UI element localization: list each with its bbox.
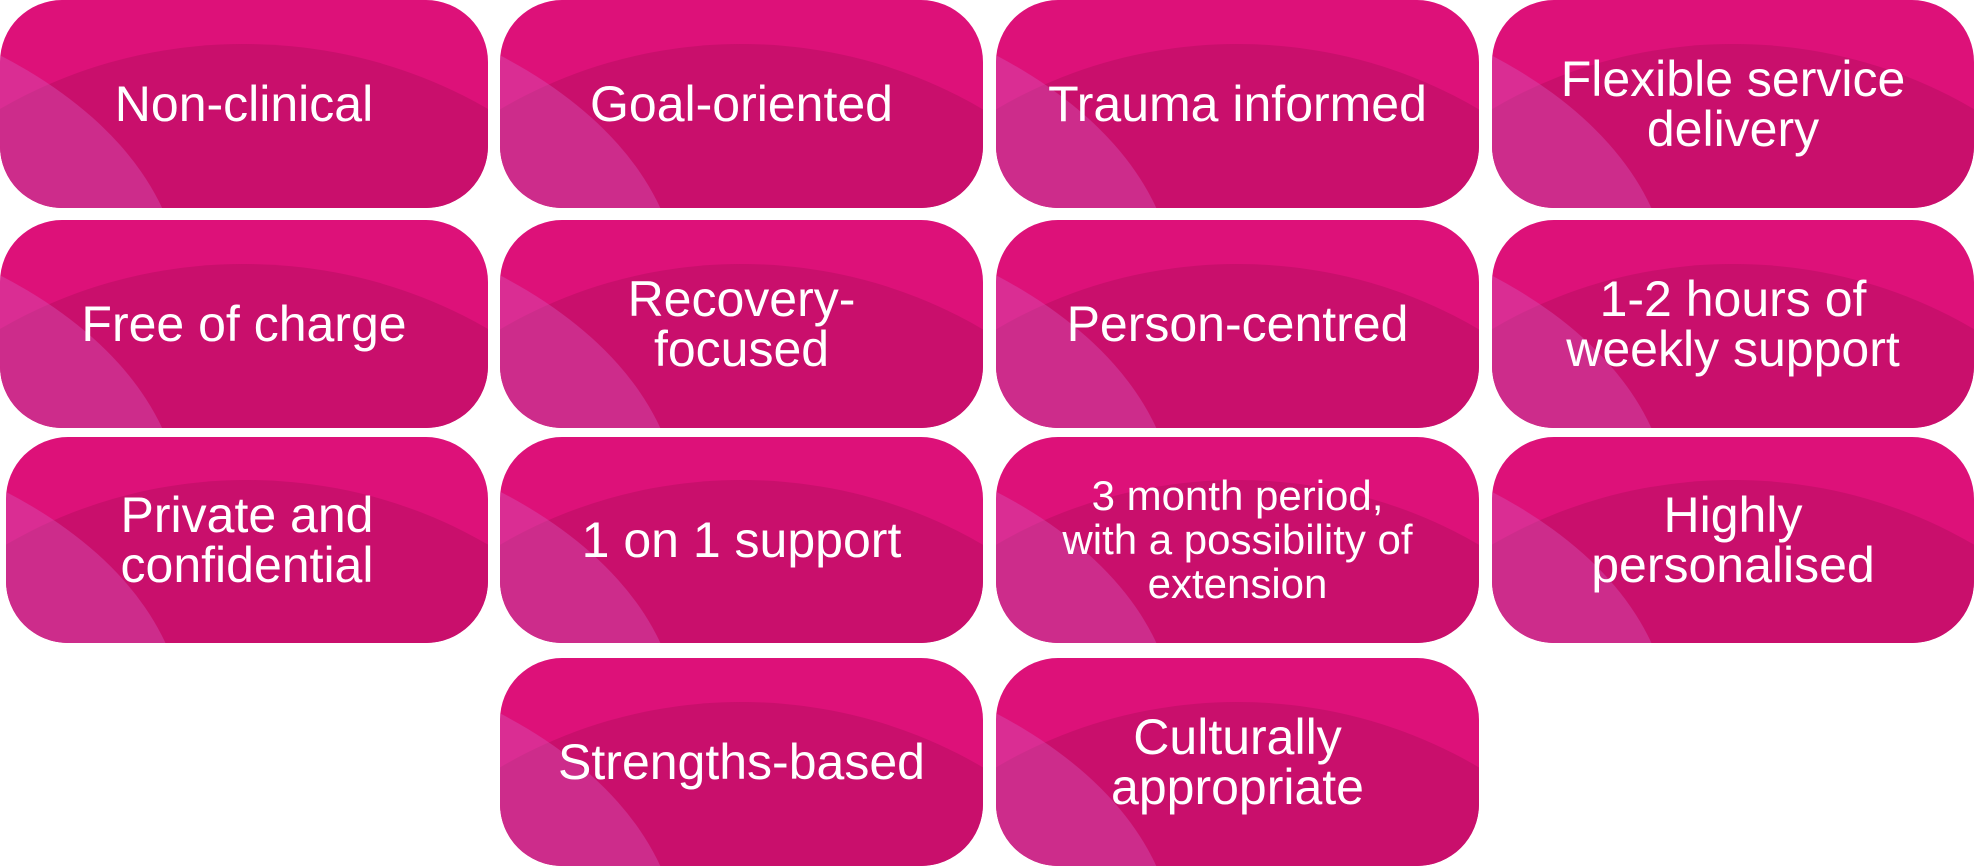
- feature-tile: Free of charge: [0, 220, 488, 428]
- feature-tile: Person-centred: [996, 220, 1479, 428]
- feature-label-line: Recovery-: [627, 271, 856, 327]
- feature-tile: Trauma informed: [996, 0, 1479, 208]
- feature-label-line: Private and: [120, 487, 374, 543]
- feature-label-line: Highly: [1663, 487, 1803, 543]
- feature-label: Goal-oriented: [576, 79, 907, 129]
- feature-tile: Recovery-focused: [500, 220, 983, 428]
- feature-label-line: focused: [653, 321, 830, 377]
- feature-label-line: Free of charge: [81, 296, 407, 352]
- feature-label-line: appropriate: [1111, 759, 1364, 815]
- feature-tile: Non-clinical: [0, 0, 488, 208]
- feature-label-line: Person-centred: [1066, 296, 1409, 352]
- feature-label-line: 1-2 hours of: [1599, 271, 1867, 327]
- feature-label-line: weekly support: [1566, 321, 1900, 377]
- feature-label-line: 3 month period,: [1091, 471, 1384, 519]
- feature-label-line: Goal-oriented: [590, 76, 893, 132]
- feature-tile: 1 on 1 support: [500, 437, 983, 643]
- feature-label-line: confidential: [120, 537, 374, 593]
- feature-label-line: Non-clinical: [114, 76, 374, 132]
- feature-label-line: Trauma informed: [1048, 76, 1427, 132]
- feature-tile: Strengths-based: [500, 658, 983, 866]
- feature-label-line: Strengths-based: [558, 734, 925, 790]
- feature-label-line: extension: [1147, 560, 1328, 608]
- feature-tile: Goal-oriented: [500, 0, 983, 208]
- feature-label-line: Culturally: [1133, 709, 1342, 765]
- feature-label-line: 1 on 1 support: [581, 512, 902, 568]
- feature-label-line: delivery: [1646, 101, 1820, 157]
- feature-label: Free of charge: [67, 299, 420, 349]
- feature-label-line: Flexible service: [1560, 51, 1906, 107]
- feature-label: Recovery-focused: [614, 274, 870, 374]
- feature-label: Strengths-based: [544, 737, 939, 787]
- feature-label: Person-centred: [1053, 299, 1423, 349]
- feature-label: Non-clinical: [101, 79, 387, 129]
- feature-label: Trauma informed: [1034, 79, 1441, 129]
- feature-label-line: personalised: [1591, 537, 1875, 593]
- feature-label-line: with a possibility of: [1062, 515, 1413, 563]
- feature-label: 1 on 1 support: [568, 515, 916, 565]
